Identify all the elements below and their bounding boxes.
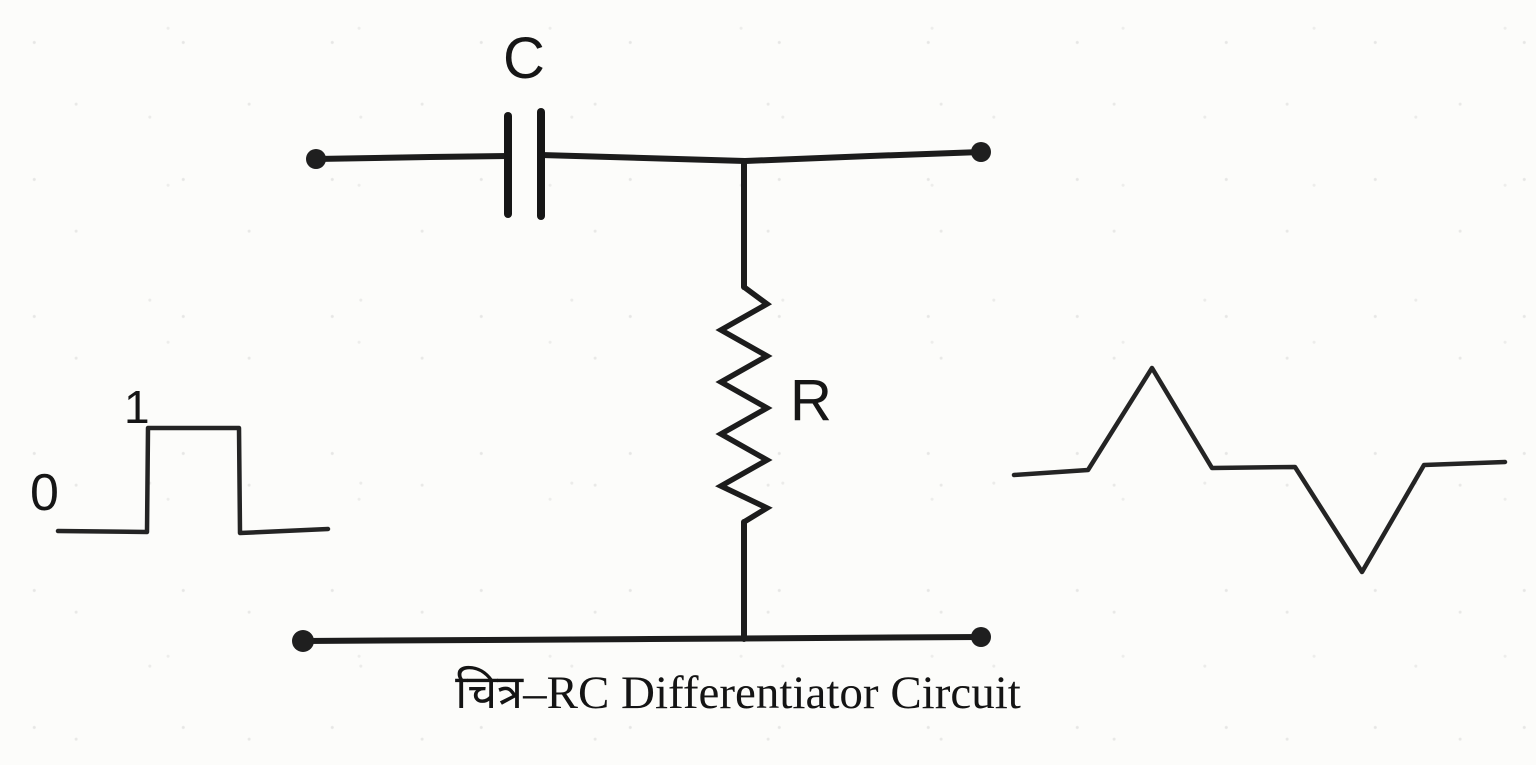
output-terminal-bottom: [971, 627, 991, 647]
top-wire-left-segment: [313, 153, 511, 162]
input-terminal-bottom: [292, 630, 314, 652]
input-level-low-label: 0: [30, 464, 59, 522]
capacitor-label: C: [503, 26, 545, 91]
input-level-high-label: 1: [124, 381, 150, 433]
bottom-wire: [300, 634, 984, 644]
output-spike-waveform: [1011, 365, 1508, 575]
resistor-zigzag: [715, 284, 773, 525]
output-terminal-top: [971, 142, 991, 162]
resistor-label: R: [790, 368, 832, 433]
figure-caption: चित्र–RC Differentiator Circuit: [455, 665, 1021, 719]
top-wire-right-segment: [538, 149, 984, 164]
input-square-pulse-waveform: [55, 425, 331, 536]
input-terminal-top: [306, 149, 326, 169]
